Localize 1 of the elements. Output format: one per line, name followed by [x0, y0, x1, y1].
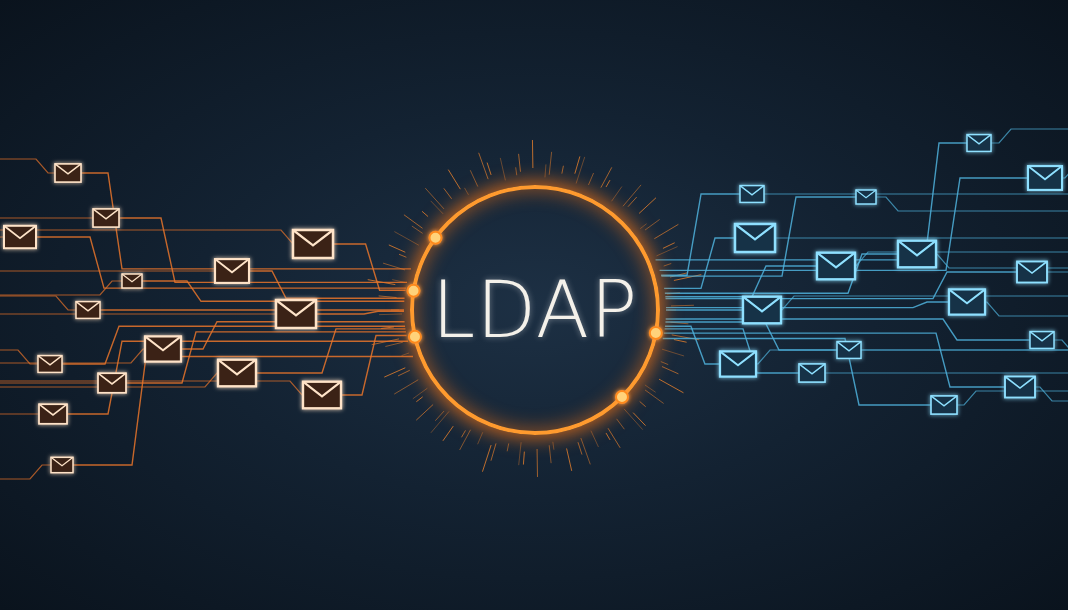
ring-title: LDAP: [431, 265, 639, 355]
